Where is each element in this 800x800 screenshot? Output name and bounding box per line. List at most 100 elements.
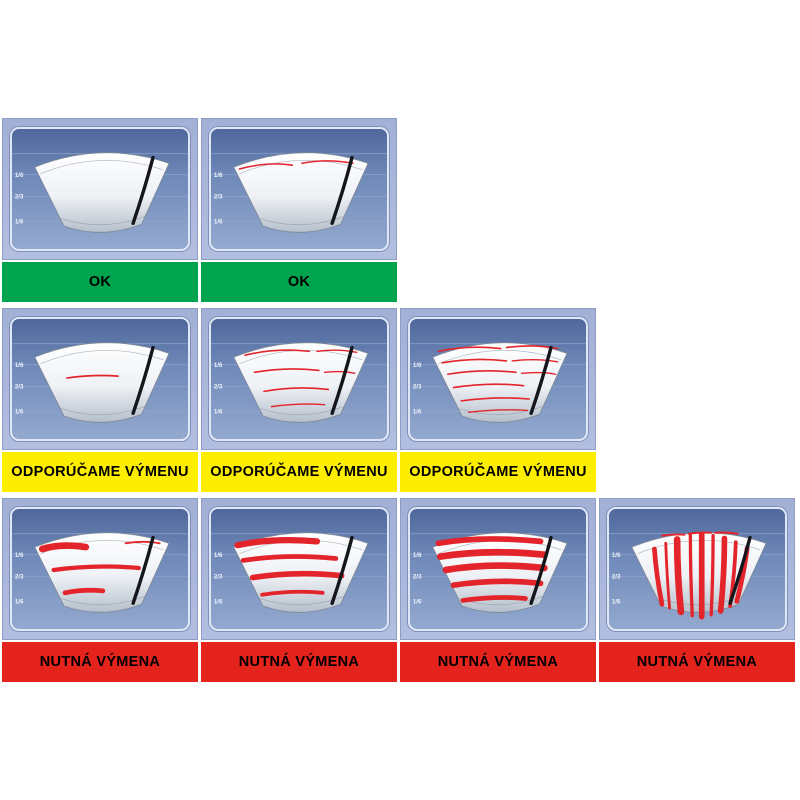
status-label-replace-recommended: ODPORÚČAME VÝMENU [201,452,397,492]
streak [437,346,502,353]
scale-label: 1/6 [413,362,422,369]
scale-label: 1/6 [15,362,24,369]
streak [709,534,715,617]
streak [717,535,728,614]
streak [447,370,517,376]
streak [260,589,325,597]
streak [316,349,358,354]
streak [51,564,141,573]
scale-label: 1/6 [214,552,223,559]
status-label-replace-recommended: ODPORÚČAME VÝMENU [2,452,198,492]
scale-label: 2/3 [214,194,223,201]
streak [323,370,356,374]
streak [661,533,686,537]
status-label-replace-required: NUTNÁ VÝMENA [599,642,795,682]
wiper-diagram: 1/62/31/6 [410,342,586,423]
scale-label: 1/6 [214,598,223,605]
wiper-blade-icon [529,535,553,605]
wiper-diagram: 1/62/31/6 [12,342,188,423]
wiper-sweep-area [34,342,170,423]
wiper-sweep-area [233,152,369,233]
wiper-diagram: 1/6 2/3 1/6 [410,532,586,613]
streak [253,368,320,374]
scale-label: 1/6 [413,552,422,559]
wiper-diagram: 1/62/31/6 [211,152,387,233]
streak [263,387,330,393]
streaks [244,349,358,408]
wiper-diagram: 1/62/31/6 [12,152,188,233]
streak [714,531,739,535]
streak [687,531,713,535]
wiper-blade-icon [330,345,354,415]
status-label-ok: OK [2,262,198,302]
streak [436,548,548,560]
wiper-sweep-area [233,342,369,423]
streak [688,534,694,618]
scale-label: 2/3 [413,574,422,581]
wiper-diagram: 1/6 2/3 1/6 [211,532,387,613]
streak [270,403,326,408]
wiper-screen: 1/6 2/3 1/6 [10,507,190,631]
streak [234,537,321,549]
streak [441,358,508,364]
scale-label: 2/3 [214,574,223,581]
wiper-blade-icon [330,155,354,225]
scale-label: 1/6 [413,598,422,605]
streak [442,562,548,574]
streak [452,383,525,389]
scale-label: 1/6 [214,218,223,225]
streak [467,409,529,414]
wiper-blade-icon [529,345,553,415]
wiper-blade-icon [728,535,752,605]
scale-label: 2/3 [214,384,223,391]
wiper-sweep-area [631,532,767,613]
scale-label: 2/3 [612,574,621,581]
streaks [38,540,161,596]
scale-label: 2/3 [15,194,24,201]
status-label-replace-required: NUTNÁ VÝMENA [2,642,198,682]
scale-label: 1/6 [15,552,24,559]
streak [301,160,354,165]
scale-label: 2/3 [15,574,24,581]
scale-label: 1/6 [214,408,223,415]
wiper-blade-icon [131,345,155,415]
streaks [437,345,559,414]
status-label-replace-recommended: ODPORÚČAME VÝMENU [400,452,596,492]
wiper-sweep-area [432,532,568,613]
streak [505,345,559,350]
streak [238,163,294,170]
streak [511,358,559,363]
streak [249,570,345,581]
wiper-panel: 1/6 2/3 1/6 [400,498,596,640]
wiper-diagram: 1/62/31/6 [609,531,785,620]
status-label-replace-required: NUTNÁ VÝMENA [201,642,397,682]
wiper-screen: 1/6 2/3 1/6 [408,507,588,631]
status-label-ok: OK [201,262,397,302]
wiper-screen: 1/6 2/3 1/6 [209,507,389,631]
scale-label: 1/6 [612,598,621,605]
streak [240,554,339,563]
streaks [238,160,354,170]
wiper-panel: 1/6 2/3 1/6 [2,498,198,640]
scale-label: 1/6 [15,598,24,605]
wiper-diagram: 1/6 2/3 1/6 [12,532,188,613]
streak [664,541,671,610]
streak [66,374,119,379]
scale-label: 1/6 [15,172,24,179]
streak [673,536,685,616]
wiper-blade-icon [131,535,155,605]
streaks [435,536,548,603]
